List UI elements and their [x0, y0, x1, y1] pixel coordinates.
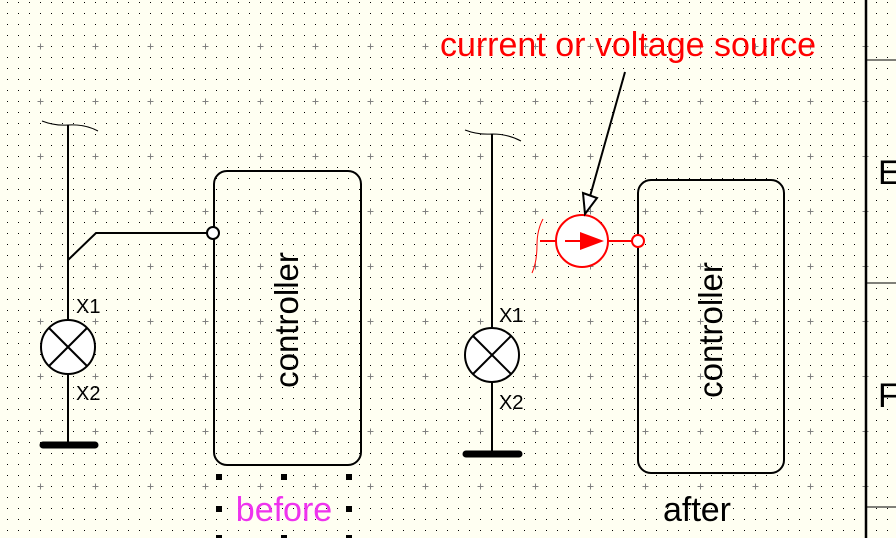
lamp-pin-x2-label: X2	[76, 383, 100, 405]
current-or-voltage-source-symbol[interactable]	[555, 214, 609, 268]
before-circuit: X1 X2 controller before	[39, 120, 362, 538]
controller-box[interactable]	[637, 179, 785, 474]
before-label[interactable]: before	[236, 491, 332, 529]
source-wire-break-symbol	[531, 218, 544, 274]
lamp-symbol[interactable]	[40, 319, 96, 375]
controller-label: controller	[268, 252, 305, 388]
wire-to-controller[interactable]	[67, 232, 207, 261]
controller-box[interactable]	[213, 170, 362, 466]
frame-row-label-f: F	[878, 377, 896, 415]
selection-handles	[216, 474, 352, 538]
controller-pin[interactable]	[206, 226, 220, 240]
annotation: current or voltage source	[440, 26, 816, 217]
wire-break-symbol	[41, 120, 99, 132]
annotation-label[interactable]: current or voltage source	[440, 26, 816, 64]
lamp-pin-x1-label: X1	[76, 296, 100, 318]
after-label[interactable]: after	[663, 491, 731, 529]
after-circuit: X1 X2 controller after	[462, 129, 785, 529]
lamp-symbol[interactable]	[464, 327, 520, 383]
annotation-arrow-head	[581, 191, 599, 217]
sheet-frame: E F	[864, 0, 896, 538]
grid	[7, 2, 888, 531]
lamp-pin-x2-label: X2	[499, 392, 523, 414]
controller-pin[interactable]	[631, 234, 645, 248]
lamp-pin-x1-label: X1	[499, 305, 523, 327]
annotation-arrow-line	[588, 71, 626, 201]
frame-row-label-e: E	[878, 154, 896, 192]
controller-label: controller	[692, 262, 729, 398]
